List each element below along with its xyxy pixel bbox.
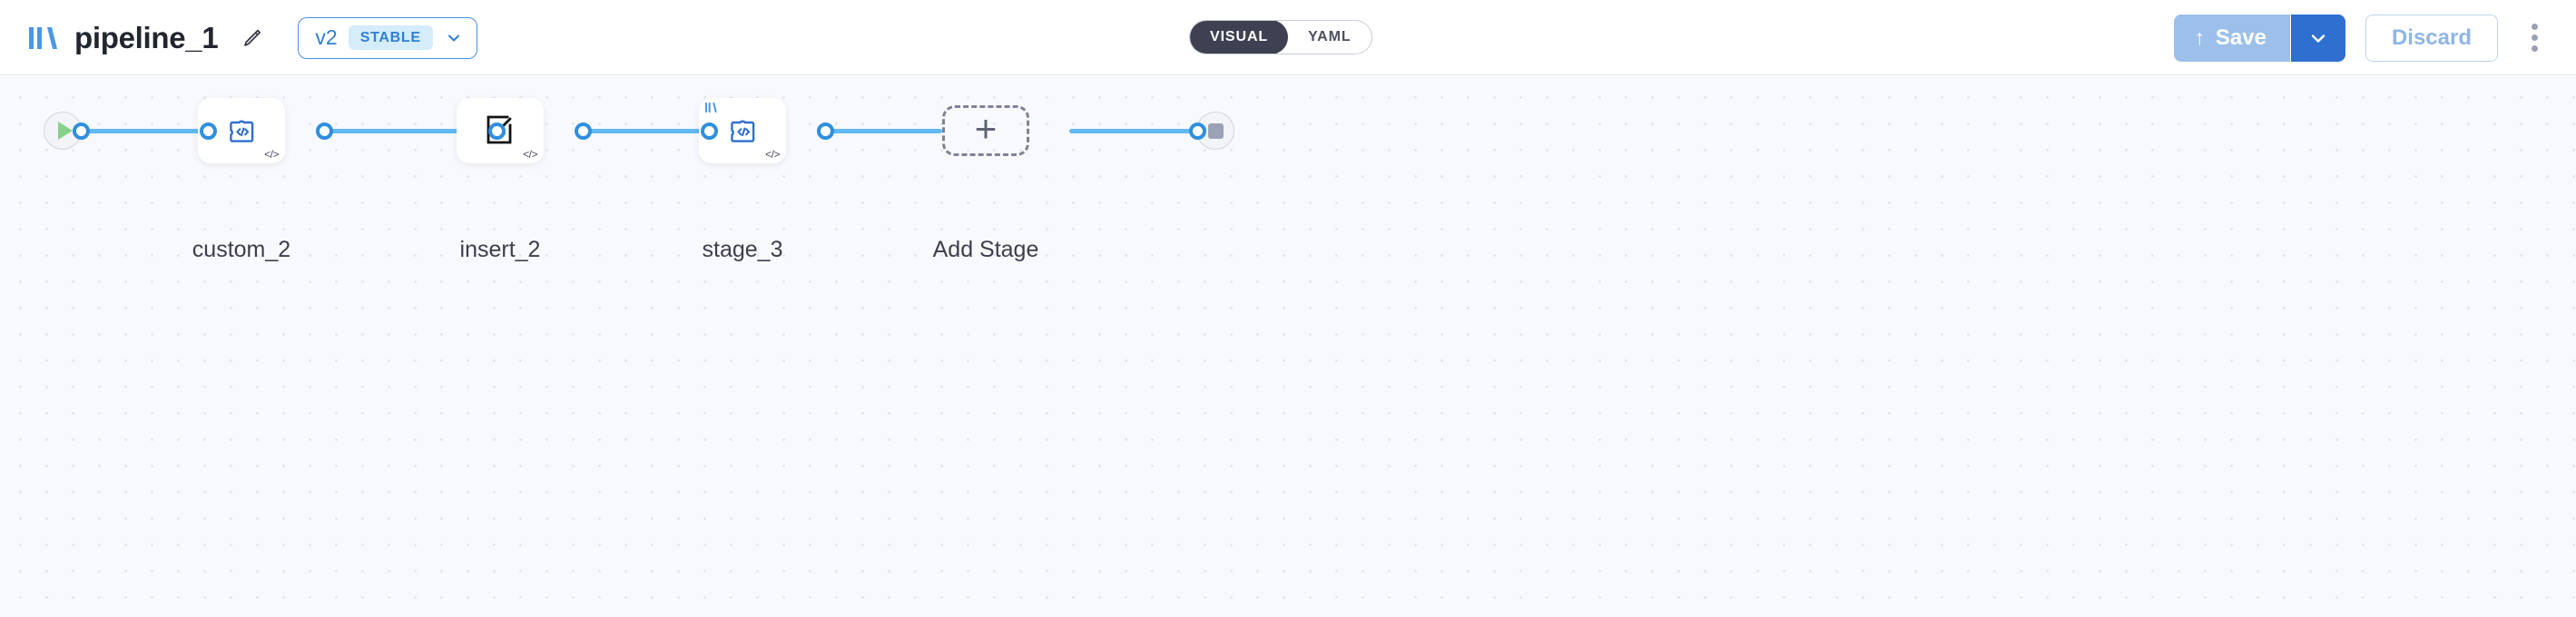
upload-arrow-icon: ↑ xyxy=(2194,25,2205,49)
kebab-menu-icon[interactable] xyxy=(2514,15,2554,62)
status-badge: STABLE xyxy=(348,25,433,50)
save-options-button[interactable] xyxy=(2289,14,2345,62)
edge-start-to-custom2 xyxy=(80,129,207,133)
header-right-group: ↑ Save Discard xyxy=(2174,0,2554,75)
pipeline-canvas[interactable]: </> </> xyxy=(0,75,2576,617)
puzzle-code-icon xyxy=(198,98,285,163)
save-button-label: Save xyxy=(2215,24,2266,50)
pencil-icon[interactable] xyxy=(238,24,265,52)
view-mode-toggle[interactable]: VISUAL YAML xyxy=(1189,20,1372,54)
save-button[interactable]: ↑ Save xyxy=(2174,14,2290,62)
save-button-group: ↑ Save xyxy=(2174,14,2345,62)
node-label-insert_2: insert_2 xyxy=(459,237,541,262)
port-insert_2-output[interactable] xyxy=(575,122,592,140)
node-label-stage_3: stage_3 xyxy=(702,237,783,262)
discard-button[interactable]: Discard xyxy=(2365,14,2498,62)
pipeline-logo-icon xyxy=(29,26,57,49)
edge-stage3-to-addstage xyxy=(824,129,942,133)
plus-icon: + xyxy=(974,107,998,150)
add-stage-label: Add Stage xyxy=(932,237,1039,262)
port-stage_3-output[interactable] xyxy=(817,122,834,140)
stop-square-icon xyxy=(1207,122,1224,139)
play-icon xyxy=(57,122,73,140)
port-insert_2-input[interactable] xyxy=(488,122,506,140)
version-selector[interactable]: v2 STABLE xyxy=(298,16,477,59)
port-end-input[interactable] xyxy=(1189,122,1206,140)
port-custom_2-input[interactable] xyxy=(200,122,217,140)
version-label: v2 xyxy=(315,25,338,49)
puzzle-code-icon xyxy=(699,98,786,163)
port-custom_2-output[interactable] xyxy=(316,122,333,140)
chevron-down-icon xyxy=(444,28,464,48)
port-start-output[interactable] xyxy=(73,122,90,140)
page-title: pipeline_1 xyxy=(74,20,219,54)
add-stage-button[interactable]: + xyxy=(942,105,1029,156)
edge-insert2-to-stage3 xyxy=(581,129,713,133)
edge-addstage-to-end xyxy=(1069,129,1196,133)
node-label-custom_2: custom_2 xyxy=(192,237,291,262)
edge-custom2-to-insert2 xyxy=(322,129,495,133)
app-header: pipeline_1 v2 STABLE VISUAL YAML xyxy=(0,0,2576,75)
chevron-down-icon xyxy=(2311,34,2325,43)
tab-visual[interactable]: VISUAL xyxy=(1190,21,1289,54)
port-stage_3-input[interactable] xyxy=(701,122,718,140)
tab-yaml[interactable]: YAML xyxy=(1308,29,1352,44)
header-left-group: pipeline_1 v2 STABLE xyxy=(27,0,477,75)
